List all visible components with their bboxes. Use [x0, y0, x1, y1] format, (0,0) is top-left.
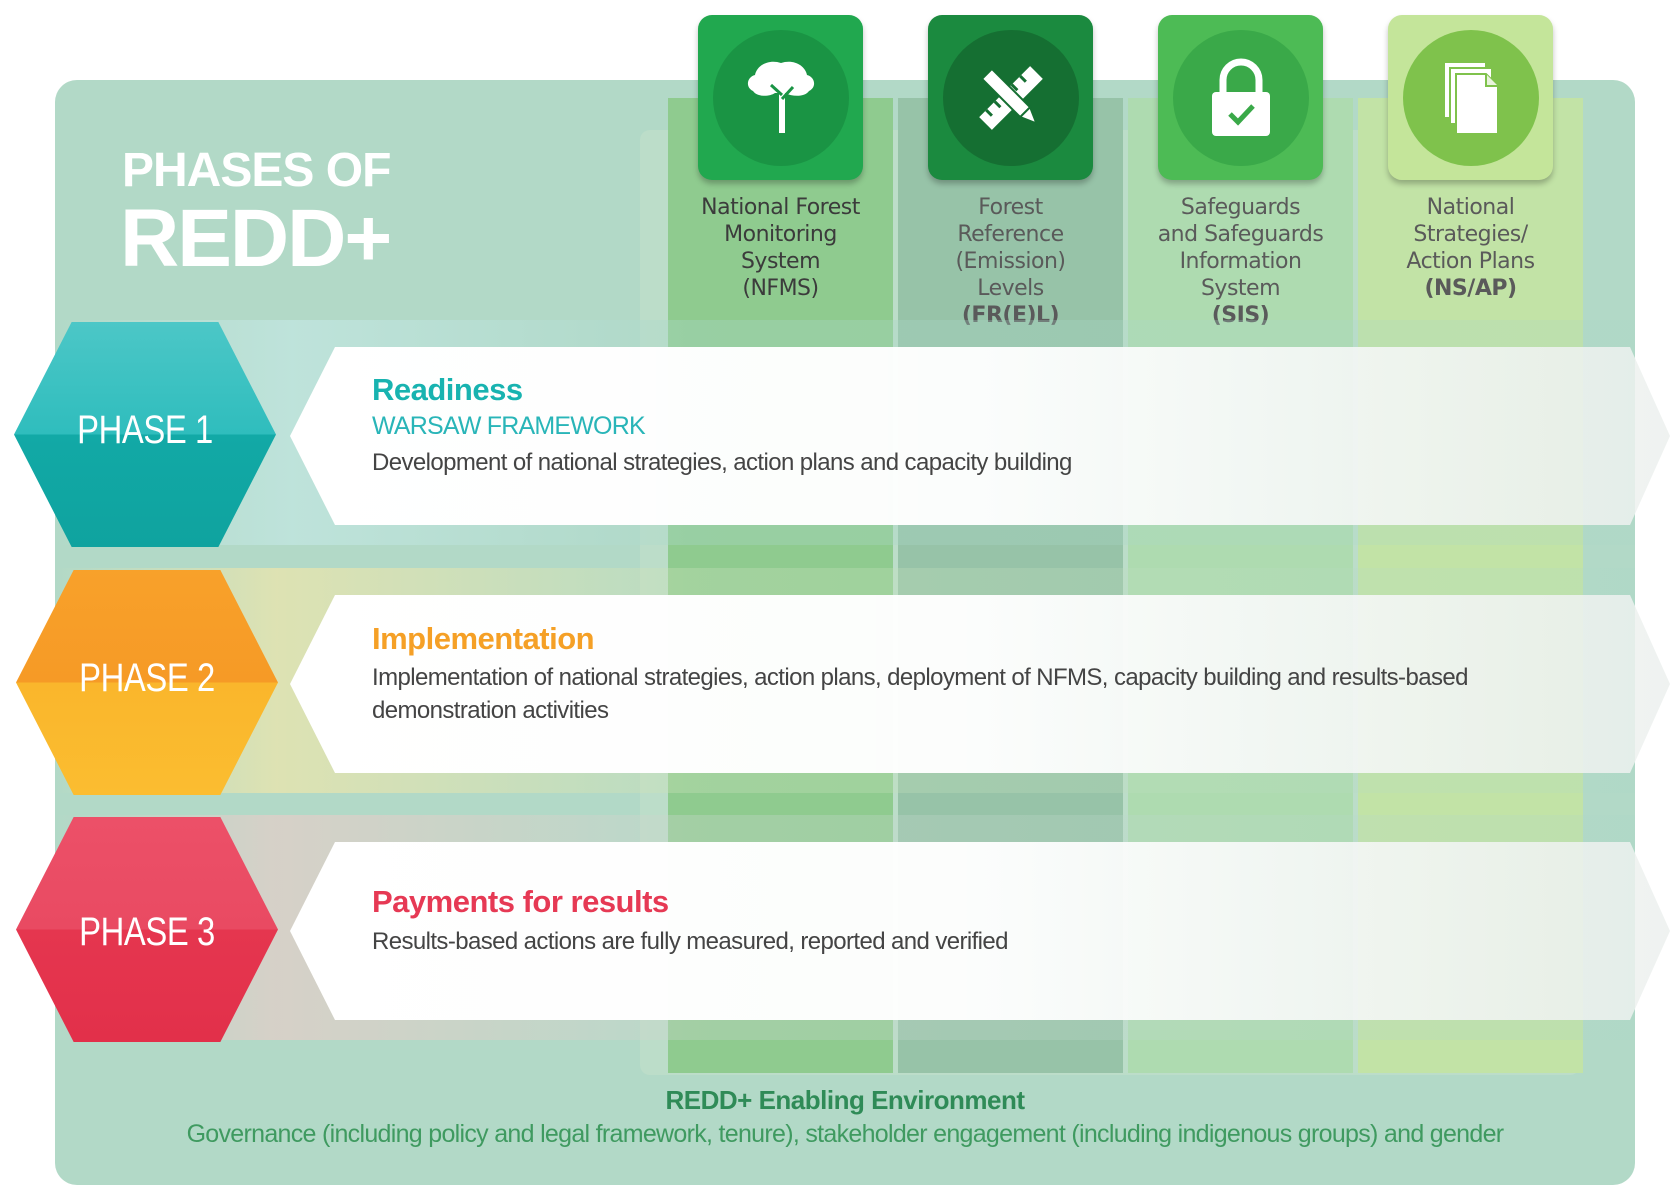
- pillar-abbreviation: (NFMS): [742, 276, 819, 301]
- pillar-label-line: Monitoring: [724, 222, 837, 247]
- pillar-label-line: Reference: [957, 222, 1064, 247]
- phase-3-arrow-box: [290, 842, 1670, 1020]
- pillar-label-line: System: [1200, 276, 1281, 301]
- pillar-icon-tile-sis: [1158, 15, 1323, 180]
- phase-2-hexagon: [16, 570, 278, 795]
- phase-3-label: PHASE 3: [79, 910, 215, 954]
- phase-2-arrow-box: [290, 595, 1670, 773]
- phase-3-hexagon: [16, 817, 278, 1042]
- diagram-title-line2: REDD+: [120, 193, 392, 284]
- enabling-environment-title: REDD+ Enabling Environment: [665, 1085, 1026, 1115]
- pillar-icon-tile-nsap: [1388, 15, 1553, 180]
- pillar-label-nsap: National Strategies/ Action Plans (NS/AP…: [1358, 194, 1583, 302]
- pillar-label-line: Action Plans: [1406, 249, 1535, 274]
- pencil-ruler-icon: [978, 65, 1043, 130]
- pillar-label-line: and Safeguards: [1157, 222, 1324, 247]
- pillar-icon-tile-frel: [928, 15, 1093, 180]
- pillar-label-line: Forest: [978, 195, 1043, 220]
- pillar-label-line: National: [1426, 195, 1515, 220]
- pillar-label-sis: Safeguards and Safeguards Information Sy…: [1128, 194, 1353, 329]
- documents-icon: [1442, 60, 1499, 135]
- tree-icon: [747, 61, 814, 133]
- phase-2-description: Implementation of national strategies, a…: [372, 664, 1468, 724]
- phase-2-label: PHASE 2: [79, 656, 215, 700]
- enabling-environment-text: Governance (including policy and legal f…: [186, 1120, 1505, 1148]
- pillar-label-line: Information: [1179, 249, 1302, 274]
- diagram-title-line1: PHASES OF: [122, 144, 391, 197]
- pillar-label-line: Strategies/: [1413, 222, 1528, 247]
- pillar-label-frel: Forest Reference (Emission) Levels (FR(E…: [898, 194, 1123, 329]
- phase-2-name: Implementation: [372, 621, 595, 656]
- pillar-label-line: System: [740, 249, 821, 274]
- phase-1-label: PHASE 1: [77, 408, 213, 452]
- phase-1-arrow-box: [290, 347, 1670, 525]
- pillar-label-nfms: National Forest Monitoring System (NFMS): [668, 194, 893, 302]
- phase-1-subtitle: WARSAW FRAMEWORK: [372, 412, 646, 440]
- phase-1-description: Development of national strategies, acti…: [372, 449, 1072, 476]
- phase-3-name: Payments for results: [372, 884, 669, 919]
- pillar-label-line: National Forest: [701, 195, 860, 220]
- pillar-icon-tile-nfms: [698, 15, 863, 180]
- phase-1-name: Readiness: [372, 372, 523, 407]
- pillar-label-line: (Emission): [955, 249, 1066, 274]
- pillar-label-line: Levels: [977, 276, 1044, 301]
- phase-1-hexagon: [14, 322, 276, 547]
- phase-3-description: Results-based actions are fully measured…: [372, 928, 1008, 955]
- padlock-check-icon: [1211, 58, 1270, 136]
- pillar-abbreviation: (NS/AP): [1424, 276, 1517, 301]
- pillar-label-line: Safeguards: [1180, 195, 1301, 220]
